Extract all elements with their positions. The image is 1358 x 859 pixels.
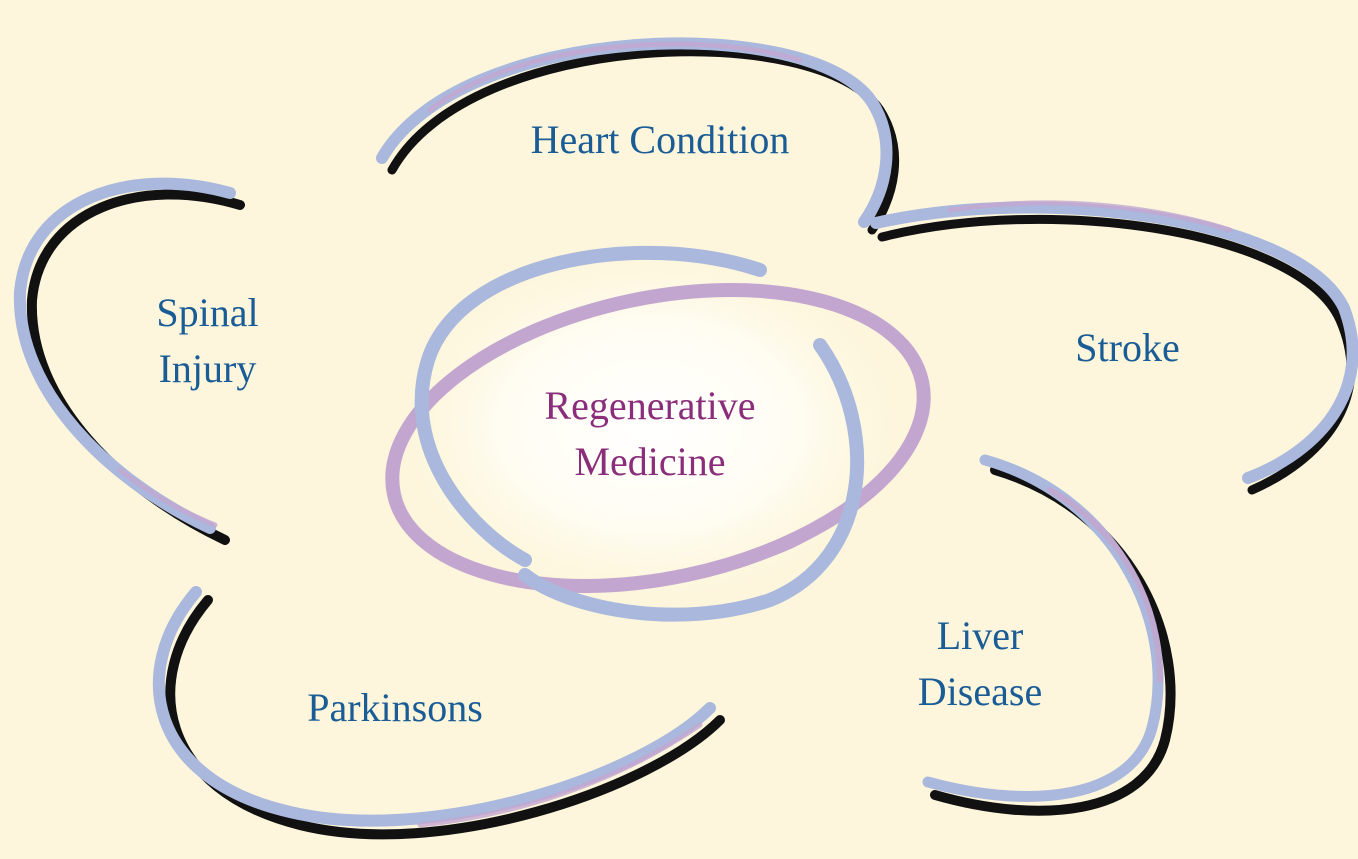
label-line: Regenerative — [544, 383, 756, 428]
petal-parkinsons-swoosh — [152, 586, 725, 840]
petal-label-heart: Heart Condition — [490, 112, 830, 168]
petal-label-spinal: Spinal Injury — [120, 285, 295, 397]
center-label: Regenerative Medicine — [510, 378, 790, 490]
label-line: Spinal — [156, 290, 259, 335]
label-line: Medicine — [574, 439, 726, 484]
petal-label-stroke: Stroke — [1040, 320, 1215, 376]
petal-heart-swoosh — [376, 37, 900, 235]
petal-stroke-swoosh — [870, 200, 1358, 495]
petal-liver-swoosh — [922, 454, 1176, 816]
center-rings — [380, 235, 931, 622]
petal-spinal-swoosh — [13, 177, 245, 545]
petal-label-liver: Liver Disease — [885, 608, 1075, 720]
label-line: Stroke — [1075, 325, 1180, 370]
petal-label-parkinsons: Parkinsons — [270, 680, 520, 736]
label-line: Heart Condition — [530, 117, 790, 162]
label-line: Liver — [936, 613, 1024, 658]
label-line: Parkinsons — [307, 685, 483, 730]
label-line: Disease — [917, 669, 1043, 714]
label-line: Injury — [158, 346, 257, 391]
